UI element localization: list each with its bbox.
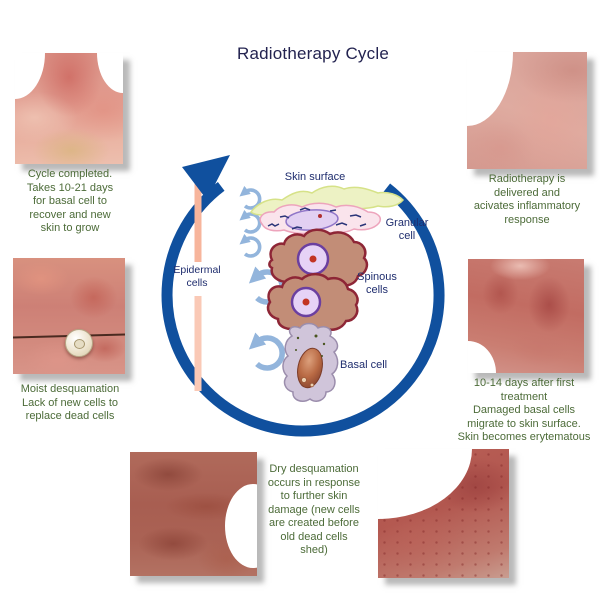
photo-cutout xyxy=(468,341,496,373)
photo-cutout xyxy=(378,449,472,519)
caption-cycle-completed: Cycle completed. Takes 10-21 days for ba… xyxy=(26,168,114,234)
granular-cell-graphic xyxy=(259,202,381,235)
caption-radiotherapy-delivered: Radiotherapy is delivered and acivates i… xyxy=(473,173,581,226)
skin-marker-button xyxy=(64,328,93,357)
skin-marker-button-center xyxy=(73,338,85,349)
label-granular-cell: Granular cell xyxy=(385,217,429,242)
photo-cycle-completed-skin xyxy=(15,53,123,164)
label-basal-cell: Basal cell xyxy=(340,359,388,371)
caption-dry-desquamation: Dry desquamation occurs in response to f… xyxy=(267,463,361,556)
photo-spotted-skin xyxy=(378,449,509,578)
basal-cell-graphic xyxy=(282,322,339,402)
photo-cutout xyxy=(97,53,123,93)
label-spinous-cells: Spinous cells xyxy=(357,271,397,296)
photo-erythematous-skin xyxy=(468,259,584,373)
cycle-arrowhead xyxy=(182,155,230,200)
label-skin-surface: Skin surface xyxy=(284,171,346,183)
caption-damaged-basal-cells: 10-14 days after first treatment Damaged… xyxy=(457,377,591,443)
photo-cutout xyxy=(15,53,45,99)
cycle-arrow xyxy=(161,182,445,437)
page-title: Radiotherapy Cycle xyxy=(237,44,389,63)
cell-specks xyxy=(295,334,326,357)
cell-turnover-arrows xyxy=(239,185,285,371)
photo-radiotherapy-delivered-skin xyxy=(467,52,587,169)
photo-cutout xyxy=(225,484,257,568)
label-epidermal-cells: Epidermal cells xyxy=(173,264,221,289)
photo-moist-desquamation xyxy=(13,258,125,374)
cell-migration-cycle-graphic xyxy=(161,155,445,437)
keratohyalin-granules xyxy=(267,207,367,230)
spinous-cell-upper-graphic xyxy=(268,228,369,291)
caption-moist-desquamation: Moist desquamation Lack of new cells to … xyxy=(20,383,120,422)
photo-dry-desquamation xyxy=(130,452,257,576)
photo-cutout xyxy=(467,52,513,126)
